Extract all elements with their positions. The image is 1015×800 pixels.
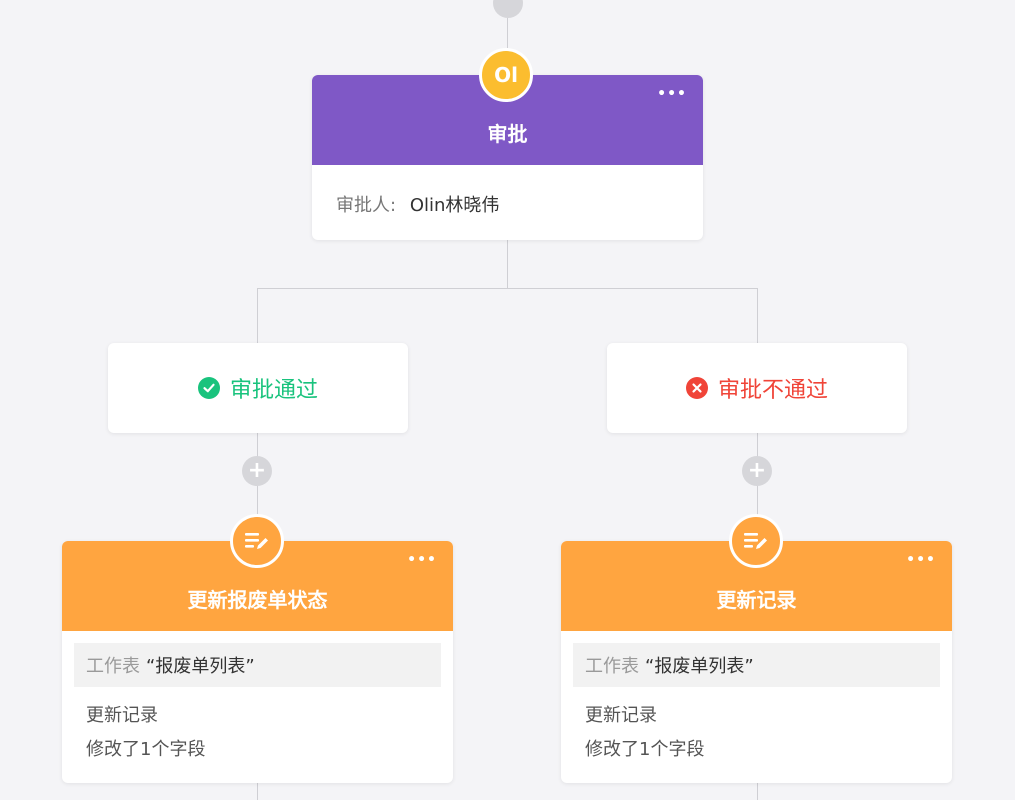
action-line-1: 更新记录 xyxy=(585,705,657,726)
action-node-left[interactable]: 更新报废单状态 ••• 工作表 “报废单列表” 更新记录 修改了1个字段 xyxy=(62,541,453,783)
connector-right-branch xyxy=(757,288,758,343)
approval-header: 审批 ••• xyxy=(312,75,703,165)
x-circle-icon xyxy=(685,377,708,399)
more-horizontal-icon[interactable]: ••• xyxy=(407,552,437,568)
edit-list-icon xyxy=(729,514,783,568)
connector-right-bottom xyxy=(757,783,758,800)
connector-left-bottom xyxy=(257,783,258,800)
sheet-box-left: 工作表 “报废单列表” xyxy=(74,643,441,687)
action-line-1: 更新记录 xyxy=(86,705,158,726)
branch-approved[interactable]: 审批通过 xyxy=(108,343,408,433)
action-title-right: 更新记录 xyxy=(716,588,797,612)
add-node-button-right[interactable]: + xyxy=(742,456,772,486)
connector-top xyxy=(507,18,508,48)
sheet-name: “报废单列表” xyxy=(645,656,754,677)
approval-node[interactable]: 审批 ••• 审批人: Olin林晓伟 xyxy=(312,75,703,240)
sheet-prefix: 工作表 xyxy=(86,656,140,677)
approver-name: Olin林晓伟 xyxy=(409,195,500,216)
connector-right-down xyxy=(757,432,758,542)
action-title-left: 更新报废单状态 xyxy=(187,588,328,612)
avatar: Ol xyxy=(479,48,533,102)
more-horizontal-icon[interactable]: ••• xyxy=(657,86,687,102)
add-node-button-left[interactable]: + xyxy=(242,456,272,486)
action-details-right: 更新记录 修改了1个字段 xyxy=(561,687,952,779)
edit-list-icon xyxy=(230,514,284,568)
approval-title: 审批 xyxy=(487,122,528,146)
avatar-text: Ol xyxy=(494,63,518,87)
branch-approved-label: 审批通过 xyxy=(229,378,318,403)
connector-left-down xyxy=(257,432,258,542)
action-node-right[interactable]: 更新记录 ••• 工作表 “报废单列表” 更新记录 修改了1个字段 xyxy=(561,541,952,783)
approver-row: 审批人: Olin林晓伟 xyxy=(312,165,703,243)
top-connector-dot[interactable] xyxy=(493,0,523,18)
more-horizontal-icon[interactable]: ••• xyxy=(906,552,936,568)
branch-rejected-label: 审批不通过 xyxy=(717,378,828,403)
action-line-2: 修改了1个字段 xyxy=(86,739,206,760)
branch-rejected[interactable]: 审批不通过 xyxy=(607,343,907,433)
check-circle-icon xyxy=(197,377,220,399)
connector-left-branch xyxy=(257,288,258,343)
action-line-2: 修改了1个字段 xyxy=(585,739,705,760)
action-details-left: 更新记录 修改了1个字段 xyxy=(62,687,453,779)
sheet-box-right: 工作表 “报废单列表” xyxy=(573,643,940,687)
connector-branch-horizontal xyxy=(257,288,758,289)
connector-approval-down xyxy=(507,240,508,288)
sheet-name: “报废单列表” xyxy=(146,656,255,677)
approver-label: 审批人: xyxy=(336,195,397,216)
sheet-prefix: 工作表 xyxy=(585,656,639,677)
